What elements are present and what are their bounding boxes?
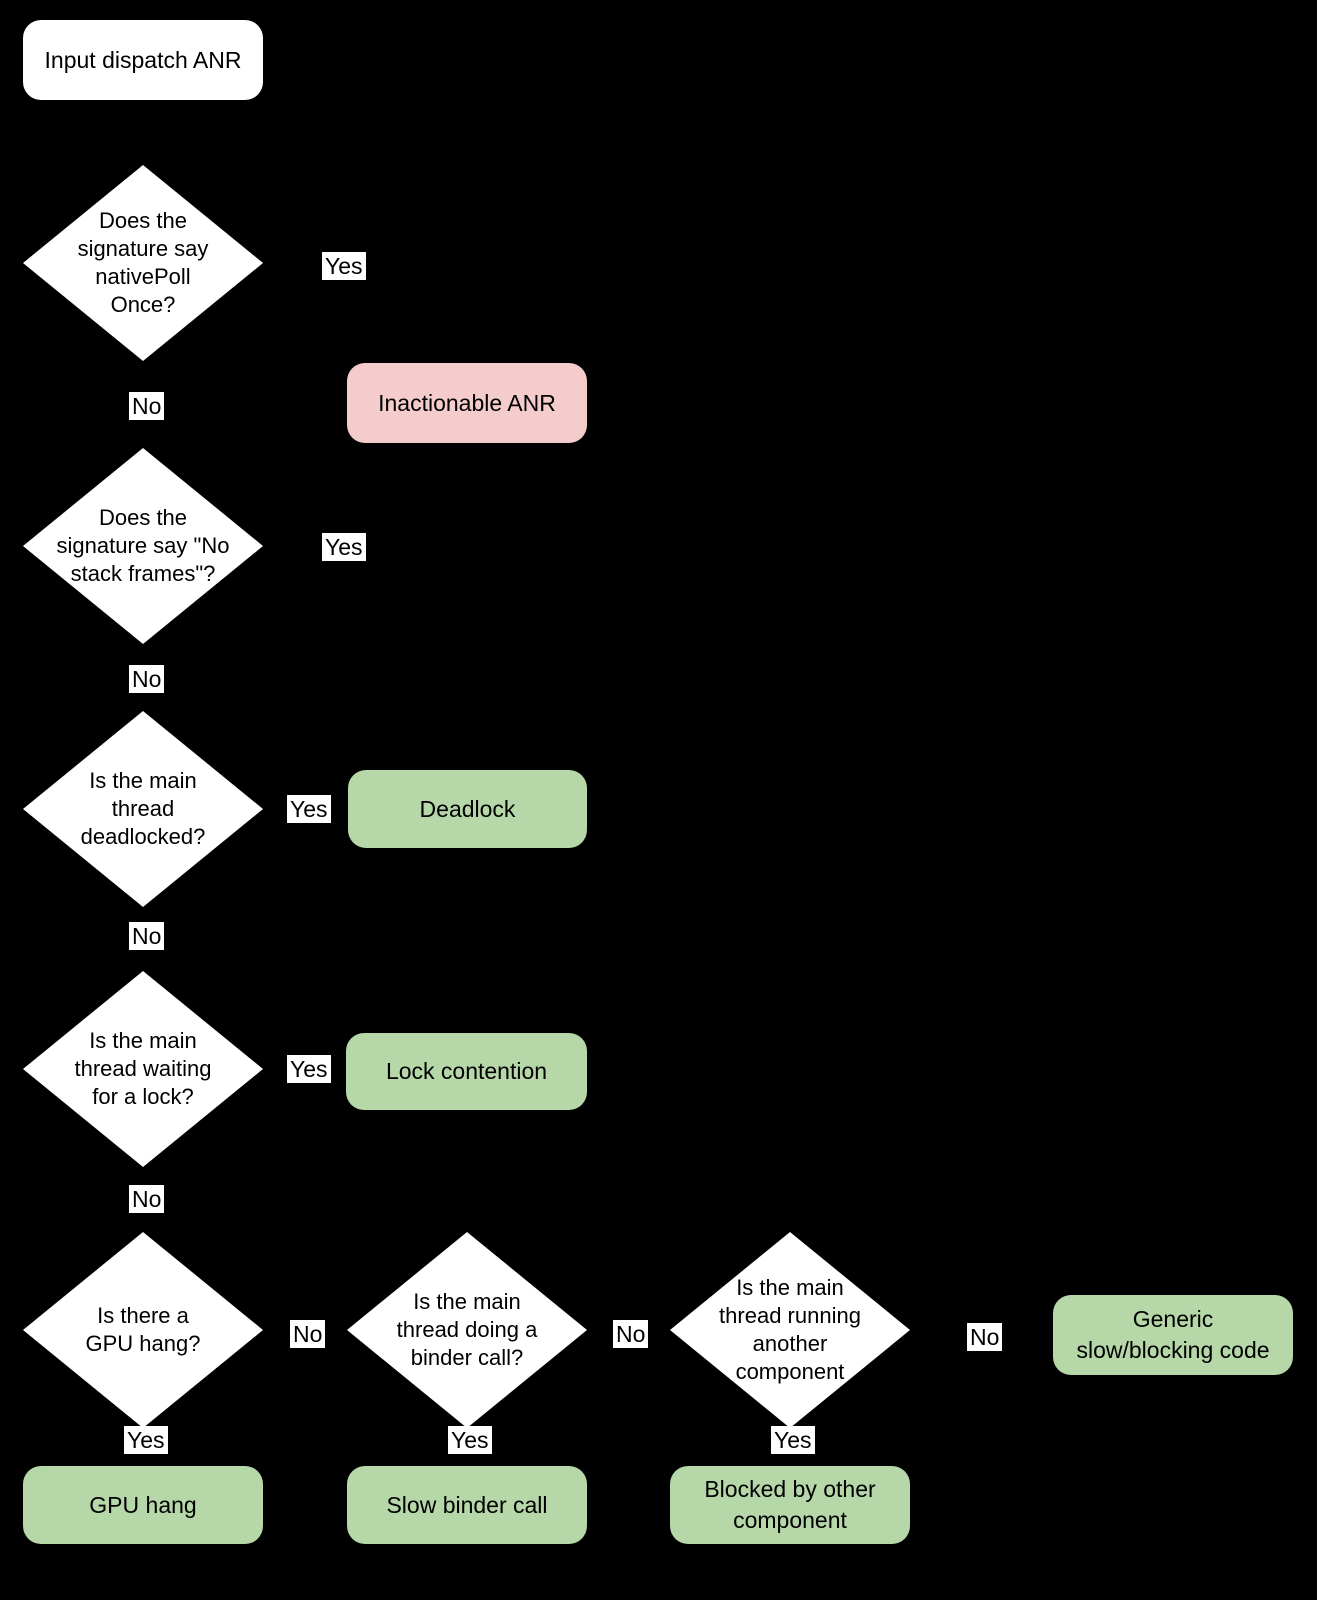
outcome-label: Lock contention <box>385 1058 548 1084</box>
edge-label-no-waiting-lock: No <box>129 1185 165 1213</box>
outcome-deadlock: Deadlock <box>348 770 587 848</box>
edge-label-yes-waiting-lock: Yes <box>287 1055 331 1083</box>
outcome-label: Inactionable ANR <box>378 389 556 416</box>
outcome-slow-binder-call: Slow binder call <box>347 1466 587 1544</box>
decision-text: Is the main thread running another compo… <box>719 1275 861 1384</box>
outcome-lock-contention: Lock contention <box>346 1033 587 1110</box>
edge-label-no-no-stack-frames: No <box>129 665 165 693</box>
edge-label-yes-another-component: Yes <box>771 1426 815 1454</box>
edge-label-no-binder-call: No <box>613 1320 649 1348</box>
outcome-generic-slow-blocking-code: Generic slow/blocking code <box>1053 1295 1293 1375</box>
edge-label-no-gpu-hang: No <box>290 1320 326 1348</box>
edge-label-yes-binder-call: Yes <box>448 1426 492 1454</box>
outcome-blocked-by-other-component: Blocked by other component <box>670 1466 910 1544</box>
decision-text: Is the main thread deadlocked? <box>80 768 206 849</box>
outcome-gpu-hang: GPU hang <box>23 1466 263 1544</box>
edge-label-yes-nativepollonce: Yes <box>322 252 366 280</box>
edge-label-no-another-component: No <box>967 1323 1003 1351</box>
start-node-label: Input dispatch ANR <box>44 46 242 73</box>
decision-text: Is the main thread doing a binder call? <box>396 1289 538 1370</box>
outcome-inactionable-anr: Inactionable ANR <box>347 363 587 443</box>
outcome-label: GPU hang <box>89 1491 197 1518</box>
connector-d2-inactionable <box>263 442 482 548</box>
edge-label-yes-deadlocked: Yes <box>287 795 331 823</box>
outcome-label: Deadlock <box>419 795 516 822</box>
edge-label-no-deadlocked: No <box>129 922 165 950</box>
decision-text: Is there a GPU hang? <box>85 1303 201 1356</box>
outcome-label: Blocked by other component <box>704 1476 876 1533</box>
start-node-input-dispatch-anr: Input dispatch ANR <box>23 20 263 100</box>
outcome-label: Slow binder call <box>386 1491 548 1518</box>
edge-label-yes-gpu-hang: Yes <box>124 1426 168 1454</box>
edge-label-yes-no-stack-frames: Yes <box>322 533 366 561</box>
outcome-label: Generic slow/blocking code <box>1076 1306 1270 1363</box>
decision-text: Does the signature say "No stack frames"… <box>56 505 230 586</box>
decision-text: Is the main thread waiting for a lock? <box>74 1028 212 1109</box>
decision-text: Does the signature say nativePoll Once? <box>77 208 209 317</box>
edge-label-no-nativepollonce: No <box>129 392 165 420</box>
